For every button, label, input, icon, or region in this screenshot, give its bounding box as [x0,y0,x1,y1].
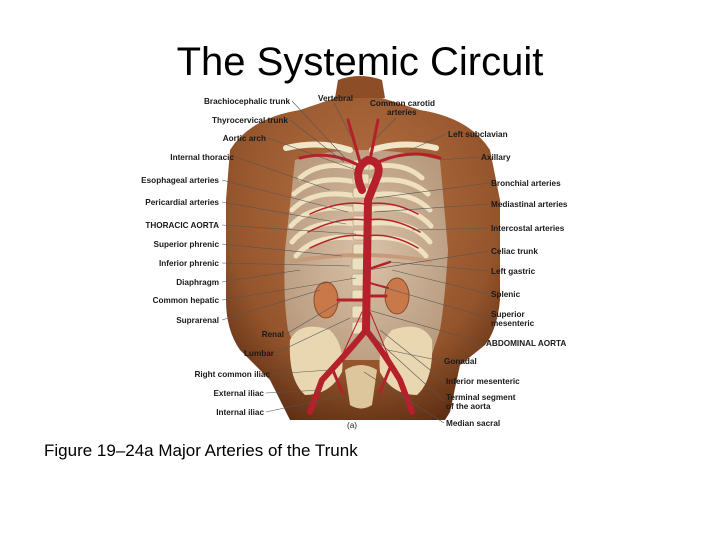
label-right-common-iliac: Right common iliac [194,370,270,379]
label-splenic: Splenic [491,290,521,299]
label-thoracic-aorta: THORACIC AORTA [145,221,219,230]
label-bronchial-arteries: Bronchial arteries [491,179,561,188]
label-vertebral: Vertebral [318,94,353,103]
label-pericardial-arteries: Pericardial arteries [145,198,219,207]
label-terminal-segment-line1: Terminal segment [446,393,516,402]
label-diaphragm: Diaphragm [176,278,219,287]
label-superior-mesenteric-line2: mesenteric [491,319,535,328]
label-aortic-arch: Aortic arch [223,134,266,143]
label-superior-mesenteric-line1: Superior [491,310,525,319]
label-inferior-mesenteric: Inferior mesenteric [446,377,520,386]
label-common-carotid-line2: arteries [387,108,417,117]
figure-caption: Figure 19–24a Major Arteries of the Trun… [44,441,358,461]
label-thyrocervical-trunk: Thyrocervical trunk [212,116,288,125]
label-common-hepatic: Common hepatic [153,296,220,305]
left-kidney [385,278,409,314]
label-brachiocephalic-trunk: Brachiocephalic trunk [204,97,290,106]
label-esophageal-arteries: Esophageal arteries [141,176,219,185]
label-internal-thoracic: Internal thoracic [170,153,234,162]
label-left-subclavian: Left subclavian [448,130,508,139]
label-renal: Renal [262,330,284,339]
label-mediastinal-arteries: Mediastinal arteries [491,200,568,209]
label-external-iliac: External iliac [213,389,264,398]
label-left-gastric: Left gastric [491,267,536,276]
label-suprarenal: Suprarenal [176,316,219,325]
panel-label: (a) [347,421,357,430]
label-inferior-phrenic: Inferior phrenic [159,259,219,268]
label-internal-iliac: Internal iliac [216,408,264,417]
label-celiac-trunk: Celiac trunk [491,247,538,256]
label-lumbar: Lumbar [244,349,275,358]
label-superior-phrenic: Superior phrenic [153,240,219,249]
right-kidney [314,282,338,318]
label-axillary: Axillary [481,153,511,162]
label-abdominal-aorta: ABDOMINAL AORTA [486,339,566,348]
label-terminal-segment-line2: of the aorta [446,402,491,411]
label-intercostal-arteries: Intercostal arteries [491,224,565,233]
sacrum [345,365,377,409]
label-gonadal: Gonadal [444,357,477,366]
label-common-carotid-line1: Common carotid [370,99,435,108]
label-median-sacral: Median sacral [446,419,500,428]
